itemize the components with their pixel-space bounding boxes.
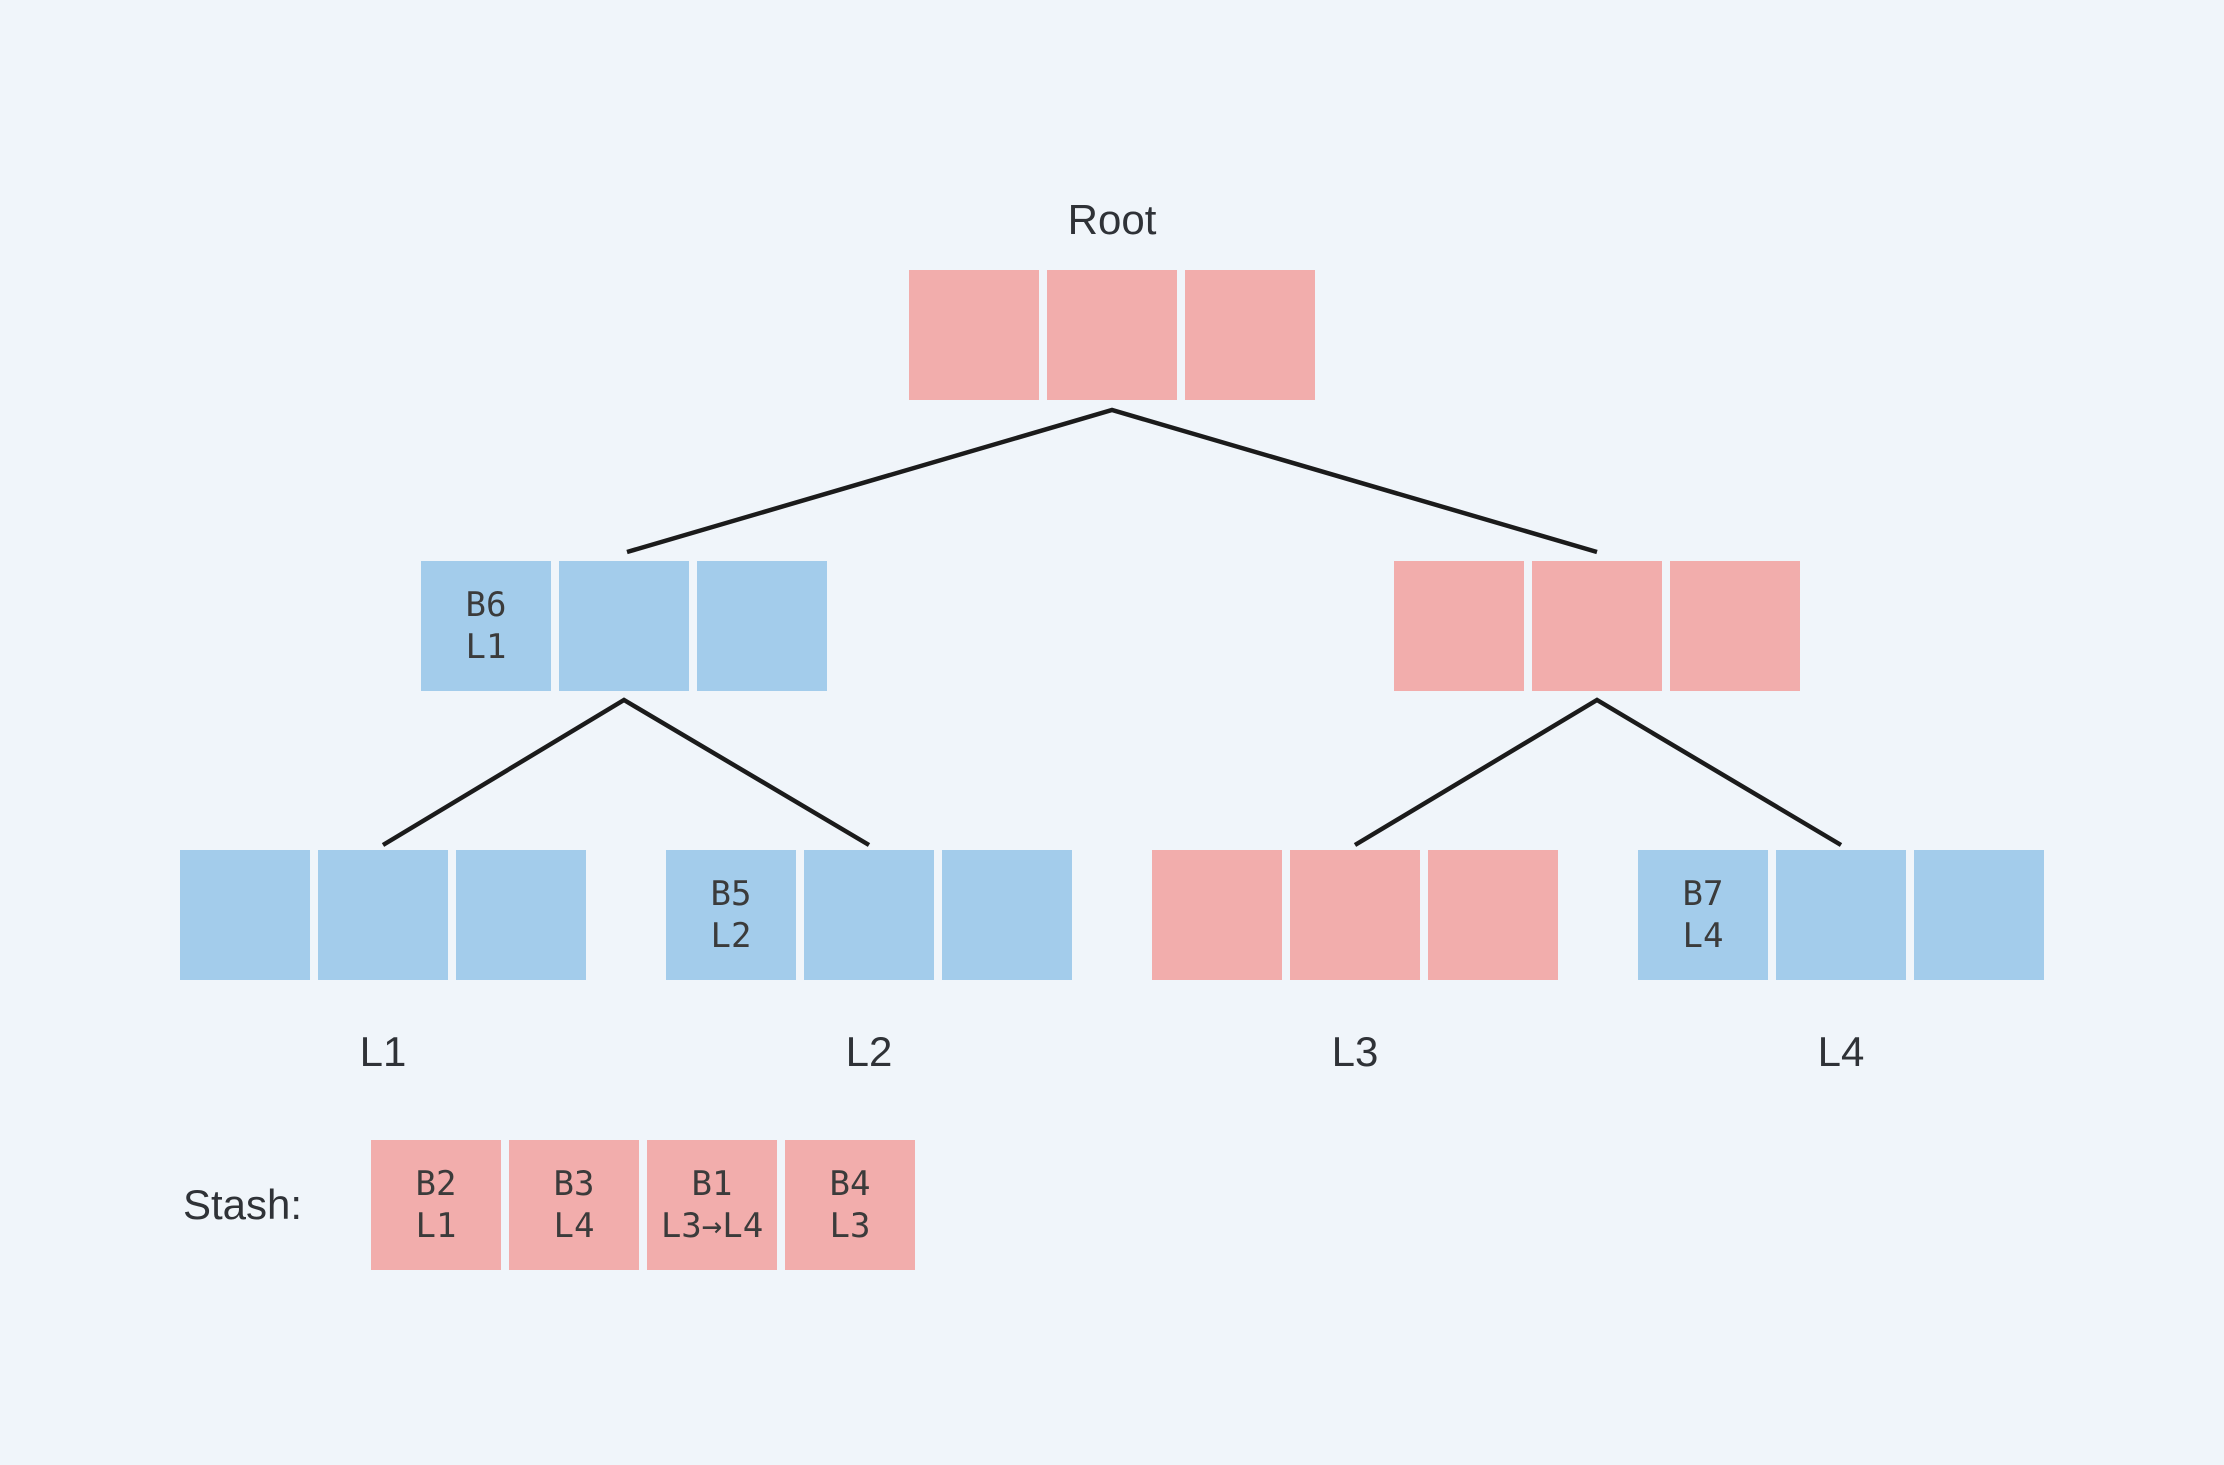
stash-cell-b1: B1 L3→L4 xyxy=(647,1140,777,1270)
leaf-l4-cell-1: B7 L4 xyxy=(1638,850,1768,980)
internal-left-cell-2 xyxy=(559,561,689,691)
leaf-l3-cell-3 xyxy=(1428,850,1558,980)
internal-left-cell-3 xyxy=(697,561,827,691)
connector-right-internal-to-leaves xyxy=(1353,697,1843,847)
connector-left-internal-to-leaves xyxy=(381,697,871,847)
leaf-l4-cell-2 xyxy=(1776,850,1906,980)
leaf-node-l3 xyxy=(1152,850,1558,980)
buffer-entry-line: L4 xyxy=(1682,916,1724,956)
leaf-l4-cell-3 xyxy=(1914,850,2044,980)
buffer-entry-line: L1 xyxy=(465,627,507,667)
leaf-label-l2: L2 xyxy=(845,1028,893,1075)
buffer-entry-line: B2 xyxy=(415,1164,457,1204)
buffer-entry-line: B6 xyxy=(465,585,507,625)
leaf-label-l3: L3 xyxy=(1331,1028,1379,1075)
buffer-entry-line: B3 xyxy=(553,1164,595,1204)
leaf-l2-cell-2 xyxy=(804,850,934,980)
leaf-l3-cell-1 xyxy=(1152,850,1282,980)
leaf-node-l4: B7 L4 xyxy=(1638,850,2044,980)
root-label: Root xyxy=(1067,196,1157,243)
buffer-entry-line: B4 xyxy=(829,1164,871,1204)
leaf-label-l4: L4 xyxy=(1817,1028,1865,1075)
buffer-entry-line: B7 xyxy=(1682,874,1724,914)
buffer-entry-line: L4 xyxy=(553,1206,595,1246)
buffer-entry-line: B5 xyxy=(710,874,752,914)
connector-root-to-children xyxy=(626,407,1598,555)
leaf-label-l1: L1 xyxy=(359,1028,407,1075)
stash-cell-b3: B3 L4 xyxy=(509,1140,639,1270)
buffer-entry-line: L1 xyxy=(415,1206,457,1246)
stash-cell-b2: B2 L1 xyxy=(371,1140,501,1270)
buffer-entry-line: L3→L4 xyxy=(660,1206,764,1246)
leaf-l1-cell-2 xyxy=(318,850,448,980)
leaf-l2-cell-1: B5 L2 xyxy=(666,850,796,980)
leaf-l3-cell-2 xyxy=(1290,850,1420,980)
leaf-l1-cell-3 xyxy=(456,850,586,980)
root-node xyxy=(909,270,1315,400)
root-cell-1 xyxy=(909,270,1039,400)
internal-right-cell-1 xyxy=(1394,561,1524,691)
stash-row: B2 L1 B3 L4 B1 L3→L4 B4 L3 xyxy=(371,1140,915,1270)
leaf-node-l1 xyxy=(180,850,586,980)
root-cell-2 xyxy=(1047,270,1177,400)
stash-cell-b4: B4 L3 xyxy=(785,1140,915,1270)
stash-label: Stash: xyxy=(183,1181,303,1228)
internal-left-cell-1: B6 L1 xyxy=(421,561,551,691)
buffer-entry-line: L2 xyxy=(710,916,752,956)
leaf-node-l2: B5 L2 xyxy=(666,850,1072,980)
internal-node-left: B6 L1 xyxy=(421,561,827,691)
internal-right-cell-2 xyxy=(1532,561,1662,691)
buffer-entry-line: L3 xyxy=(829,1206,871,1246)
buffer-entry-line: B1 xyxy=(691,1164,733,1204)
leaf-l2-cell-3 xyxy=(942,850,1072,980)
internal-node-right xyxy=(1394,561,1800,691)
internal-right-cell-3 xyxy=(1670,561,1800,691)
root-cell-3 xyxy=(1185,270,1315,400)
leaf-l1-cell-1 xyxy=(180,850,310,980)
